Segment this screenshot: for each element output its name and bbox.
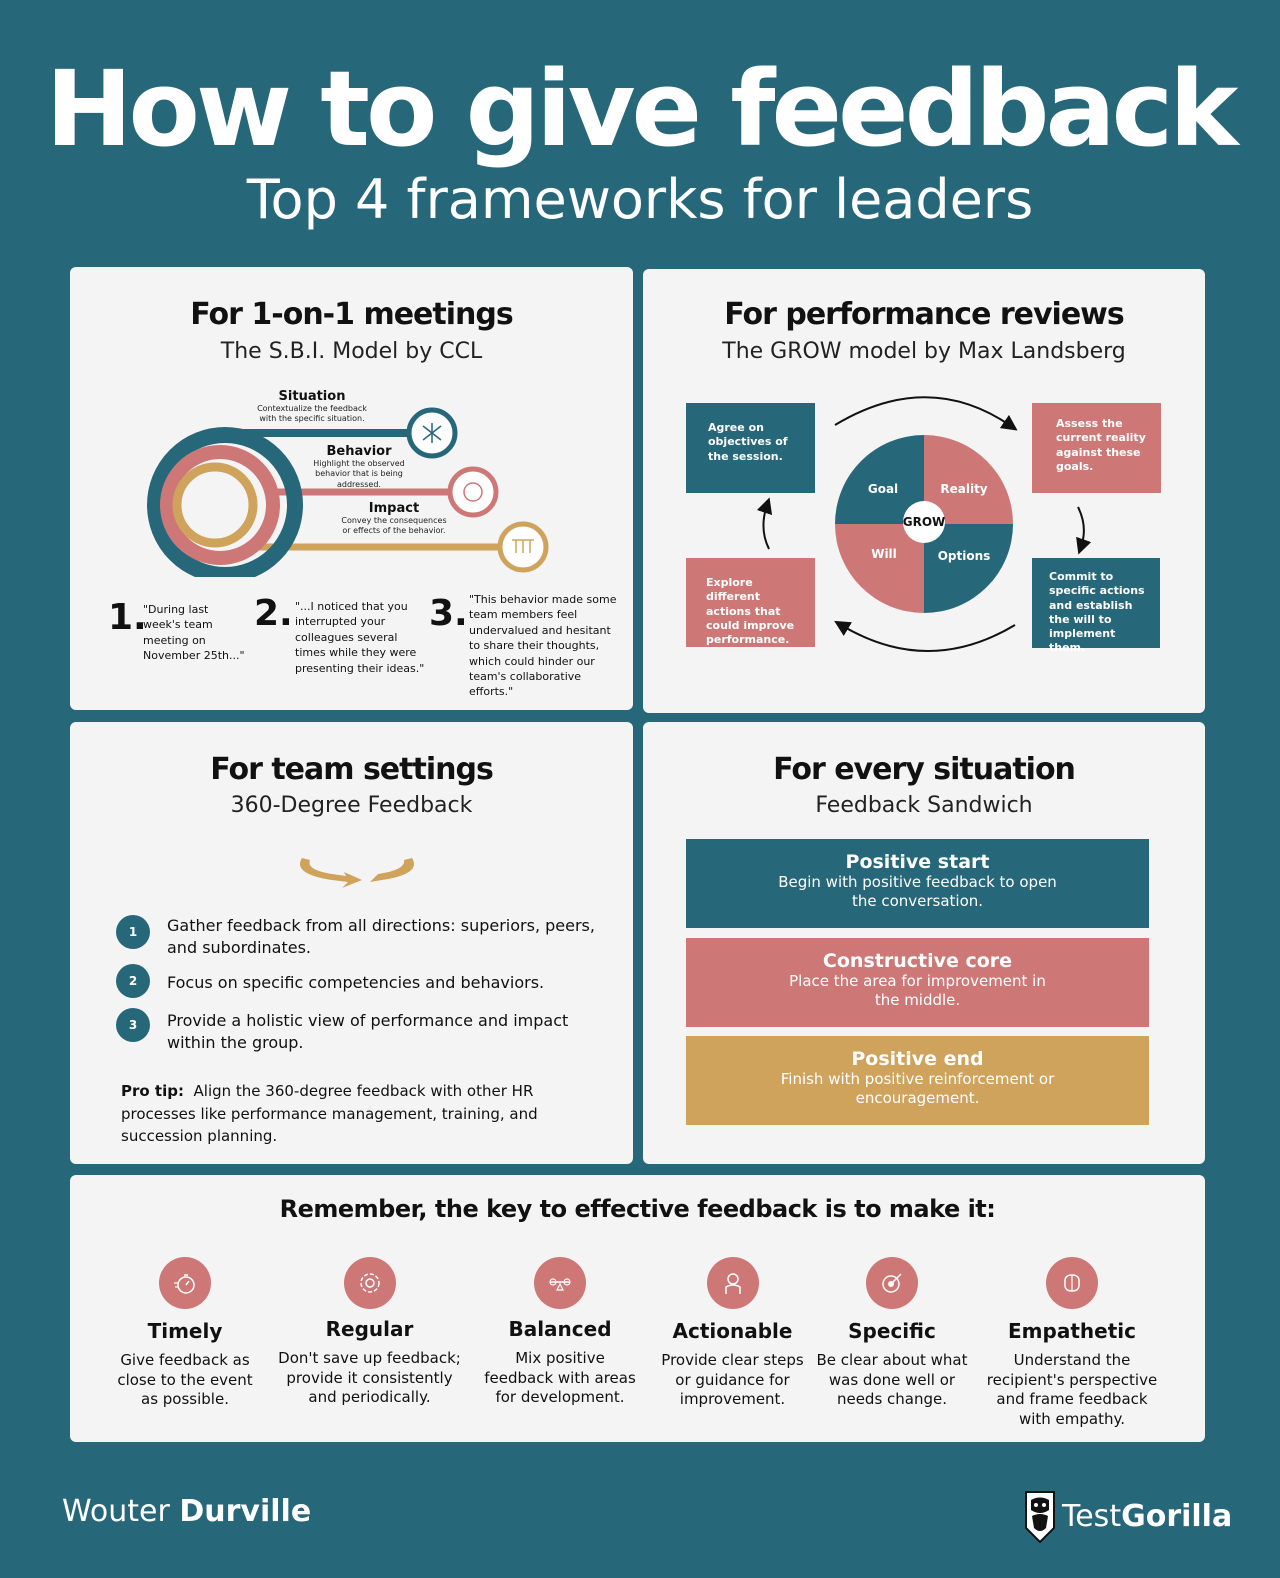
sandwich-card: For every situation Feedback Sandwich Po… <box>643 722 1205 1164</box>
page-title: How to give feedback <box>45 48 1239 170</box>
team-step-3-badge: 3 <box>116 1008 150 1042</box>
sandwich-positive-end: Positive end Finish with positive reinfo… <box>686 1036 1149 1125</box>
sandwich-title: For every situation <box>773 752 1076 787</box>
remember-item-specific: Specific Be clear about what was done we… <box>812 1257 972 1410</box>
situation-desc: Contextualize the feedback with the spec… <box>257 404 367 424</box>
sbi-step-2-quote: "...I noticed that you interrupted your … <box>295 600 425 675</box>
sbi-step-3-num: 3. <box>429 593 468 634</box>
grow-goal-box: Agree on objectives of the session. <box>686 403 815 493</box>
positive-start-text: Begin with positive feedback to open the… <box>778 873 1057 910</box>
grow-will-label: Will <box>871 547 897 561</box>
remember-item-actionable: Actionable Provide clear steps or guidan… <box>650 1257 815 1410</box>
page-subtitle: Top 4 frameworks for leaders <box>246 168 1034 231</box>
regular-name: Regular <box>325 1317 414 1341</box>
hand-gear-icon <box>706 1257 759 1309</box>
impact-block: Impact Convey the consequences or effect… <box>338 501 450 537</box>
grow-reality-box: Assess the current reality against these… <box>1032 403 1161 493</box>
team-subtitle: 360-Degree Feedback <box>230 793 473 818</box>
author-credit: Wouter Durville <box>62 1494 311 1529</box>
sandwich-positive-start: Positive start Begin with positive feedb… <box>686 839 1149 928</box>
remember-item-regular: Regular Don't save up feedback; provide … <box>277 1257 462 1408</box>
team-step-1-badge: 1 <box>116 915 150 949</box>
actionable-desc: Provide clear steps or guidance for impr… <box>661 1351 804 1408</box>
pro-tip: Pro tip: Align the 360-degree feedback w… <box>121 1080 611 1148</box>
behavior-label: Behavior <box>326 444 392 459</box>
timely-desc: Give feedback as close to the event as p… <box>117 1351 253 1408</box>
team-step-1-text: Gather feedback from all directions: sup… <box>167 916 595 958</box>
behavior-block: Behavior Highlight the observed behavior… <box>298 444 420 490</box>
balanced-name: Balanced <box>508 1317 612 1341</box>
grow-goal-label: Goal <box>867 482 899 496</box>
sbi-title: For 1-on-1 meetings <box>190 297 513 332</box>
sbi-step-1-num: 1. <box>108 597 147 638</box>
brand-last: Gorilla <box>1121 1498 1233 1534</box>
grow-title: For performance reviews <box>724 297 1125 332</box>
brain-icon <box>1046 1257 1098 1309</box>
pro-tip-text: Align the 360-degree feedback with other… <box>121 1082 538 1145</box>
empathetic-name: Empathetic <box>1008 1319 1136 1343</box>
author-first: Wouter <box>62 1494 170 1529</box>
behavior-desc: Highlight the observed behavior that is … <box>313 459 405 489</box>
timely-name: Timely <box>147 1319 223 1343</box>
situation-label: Situation <box>278 389 346 404</box>
sandwich-subtitle: Feedback Sandwich <box>815 793 1033 818</box>
rotate-arrows-icon <box>300 858 414 888</box>
specific-name: Specific <box>848 1319 936 1343</box>
target-icon <box>866 1257 918 1309</box>
grow-card: For performance reviews The GROW model b… <box>643 269 1205 713</box>
specific-desc: Be clear about what was done well or nee… <box>816 1351 968 1408</box>
grow-diagram <box>756 396 1092 652</box>
constructive-core-text: Place the area for improvement in the mi… <box>789 972 1046 1009</box>
impact-desc: Convey the consequences or effects of th… <box>341 516 447 536</box>
grow-options-box: Commit to specific actions and establish… <box>1032 558 1160 654</box>
remember-card: Remember, the key to effective feedback … <box>70 1175 1205 1442</box>
sbi-step-2-num: 2. <box>254 593 293 634</box>
sandwich-constructive-core: Constructive core Place the area for imp… <box>686 938 1149 1027</box>
remember-item-empathetic: Empathetic Understand the recipient's pe… <box>982 1257 1162 1429</box>
stopwatch-icon <box>159 1257 211 1309</box>
positive-start-title: Positive start <box>845 851 990 873</box>
cycle-icon <box>343 1257 396 1309</box>
positive-end-title: Positive end <box>851 1048 984 1070</box>
team-step-3-text: Provide a holistic view of performance a… <box>167 1011 569 1053</box>
brand-first: Test <box>1062 1498 1122 1534</box>
grow-options-label: Options <box>937 549 991 563</box>
sbi-step-1-quote: "During last week's team meeting on Nove… <box>143 603 245 663</box>
positive-end-text: Finish with positive reinforcement or en… <box>780 1070 1055 1107</box>
sbi-subtitle: The S.B.I. Model by CCL <box>220 339 483 364</box>
gorilla-logo-icon <box>1025 1491 1055 1544</box>
team-card: For team settings 360-Degree Feedback 1 … <box>70 722 633 1164</box>
behavior-icon <box>447 466 499 518</box>
remember-item-timely: Timely Give feedback as close to the eve… <box>95 1257 275 1410</box>
situation-block: Situation Contextualize the feedback wit… <box>252 389 372 425</box>
remember-item-balanced: Balanced Mix positive feedback with area… <box>475 1257 645 1408</box>
grow-subtitle: The GROW model by Max Landsberg <box>722 339 1126 364</box>
empathetic-desc: Understand the recipient's perspective a… <box>986 1351 1158 1428</box>
grow-center-label: GROW <box>902 515 946 529</box>
team-step-2-text: Focus on specific competencies and behav… <box>167 973 545 992</box>
regular-desc: Don't save up feedback; provide it consi… <box>278 1349 461 1406</box>
sbi-step-3-quote: "This behavior made some team members fe… <box>469 593 617 699</box>
sbi-card: For 1-on-1 meetings The S.B.I. Model by … <box>70 267 633 710</box>
balance-icon <box>534 1257 586 1309</box>
actionable-name: Actionable <box>672 1319 793 1343</box>
constructive-core-title: Constructive core <box>822 950 1013 972</box>
team-step-2-badge: 2 <box>116 964 150 998</box>
grow-will-box: Explore different actions that could imp… <box>686 558 815 647</box>
sbi-diagram <box>147 407 549 577</box>
impact-label: Impact <box>368 501 420 516</box>
author-last: Durville <box>179 1494 312 1529</box>
remember-title: Remember, the key to effective feedback … <box>279 1195 996 1223</box>
team-title: For team settings <box>210 752 494 787</box>
balanced-desc: Mix positive feedback with areas for dev… <box>484 1349 636 1406</box>
pro-tip-label: Pro tip: <box>121 1082 184 1100</box>
grow-reality-label: Reality <box>940 482 988 496</box>
